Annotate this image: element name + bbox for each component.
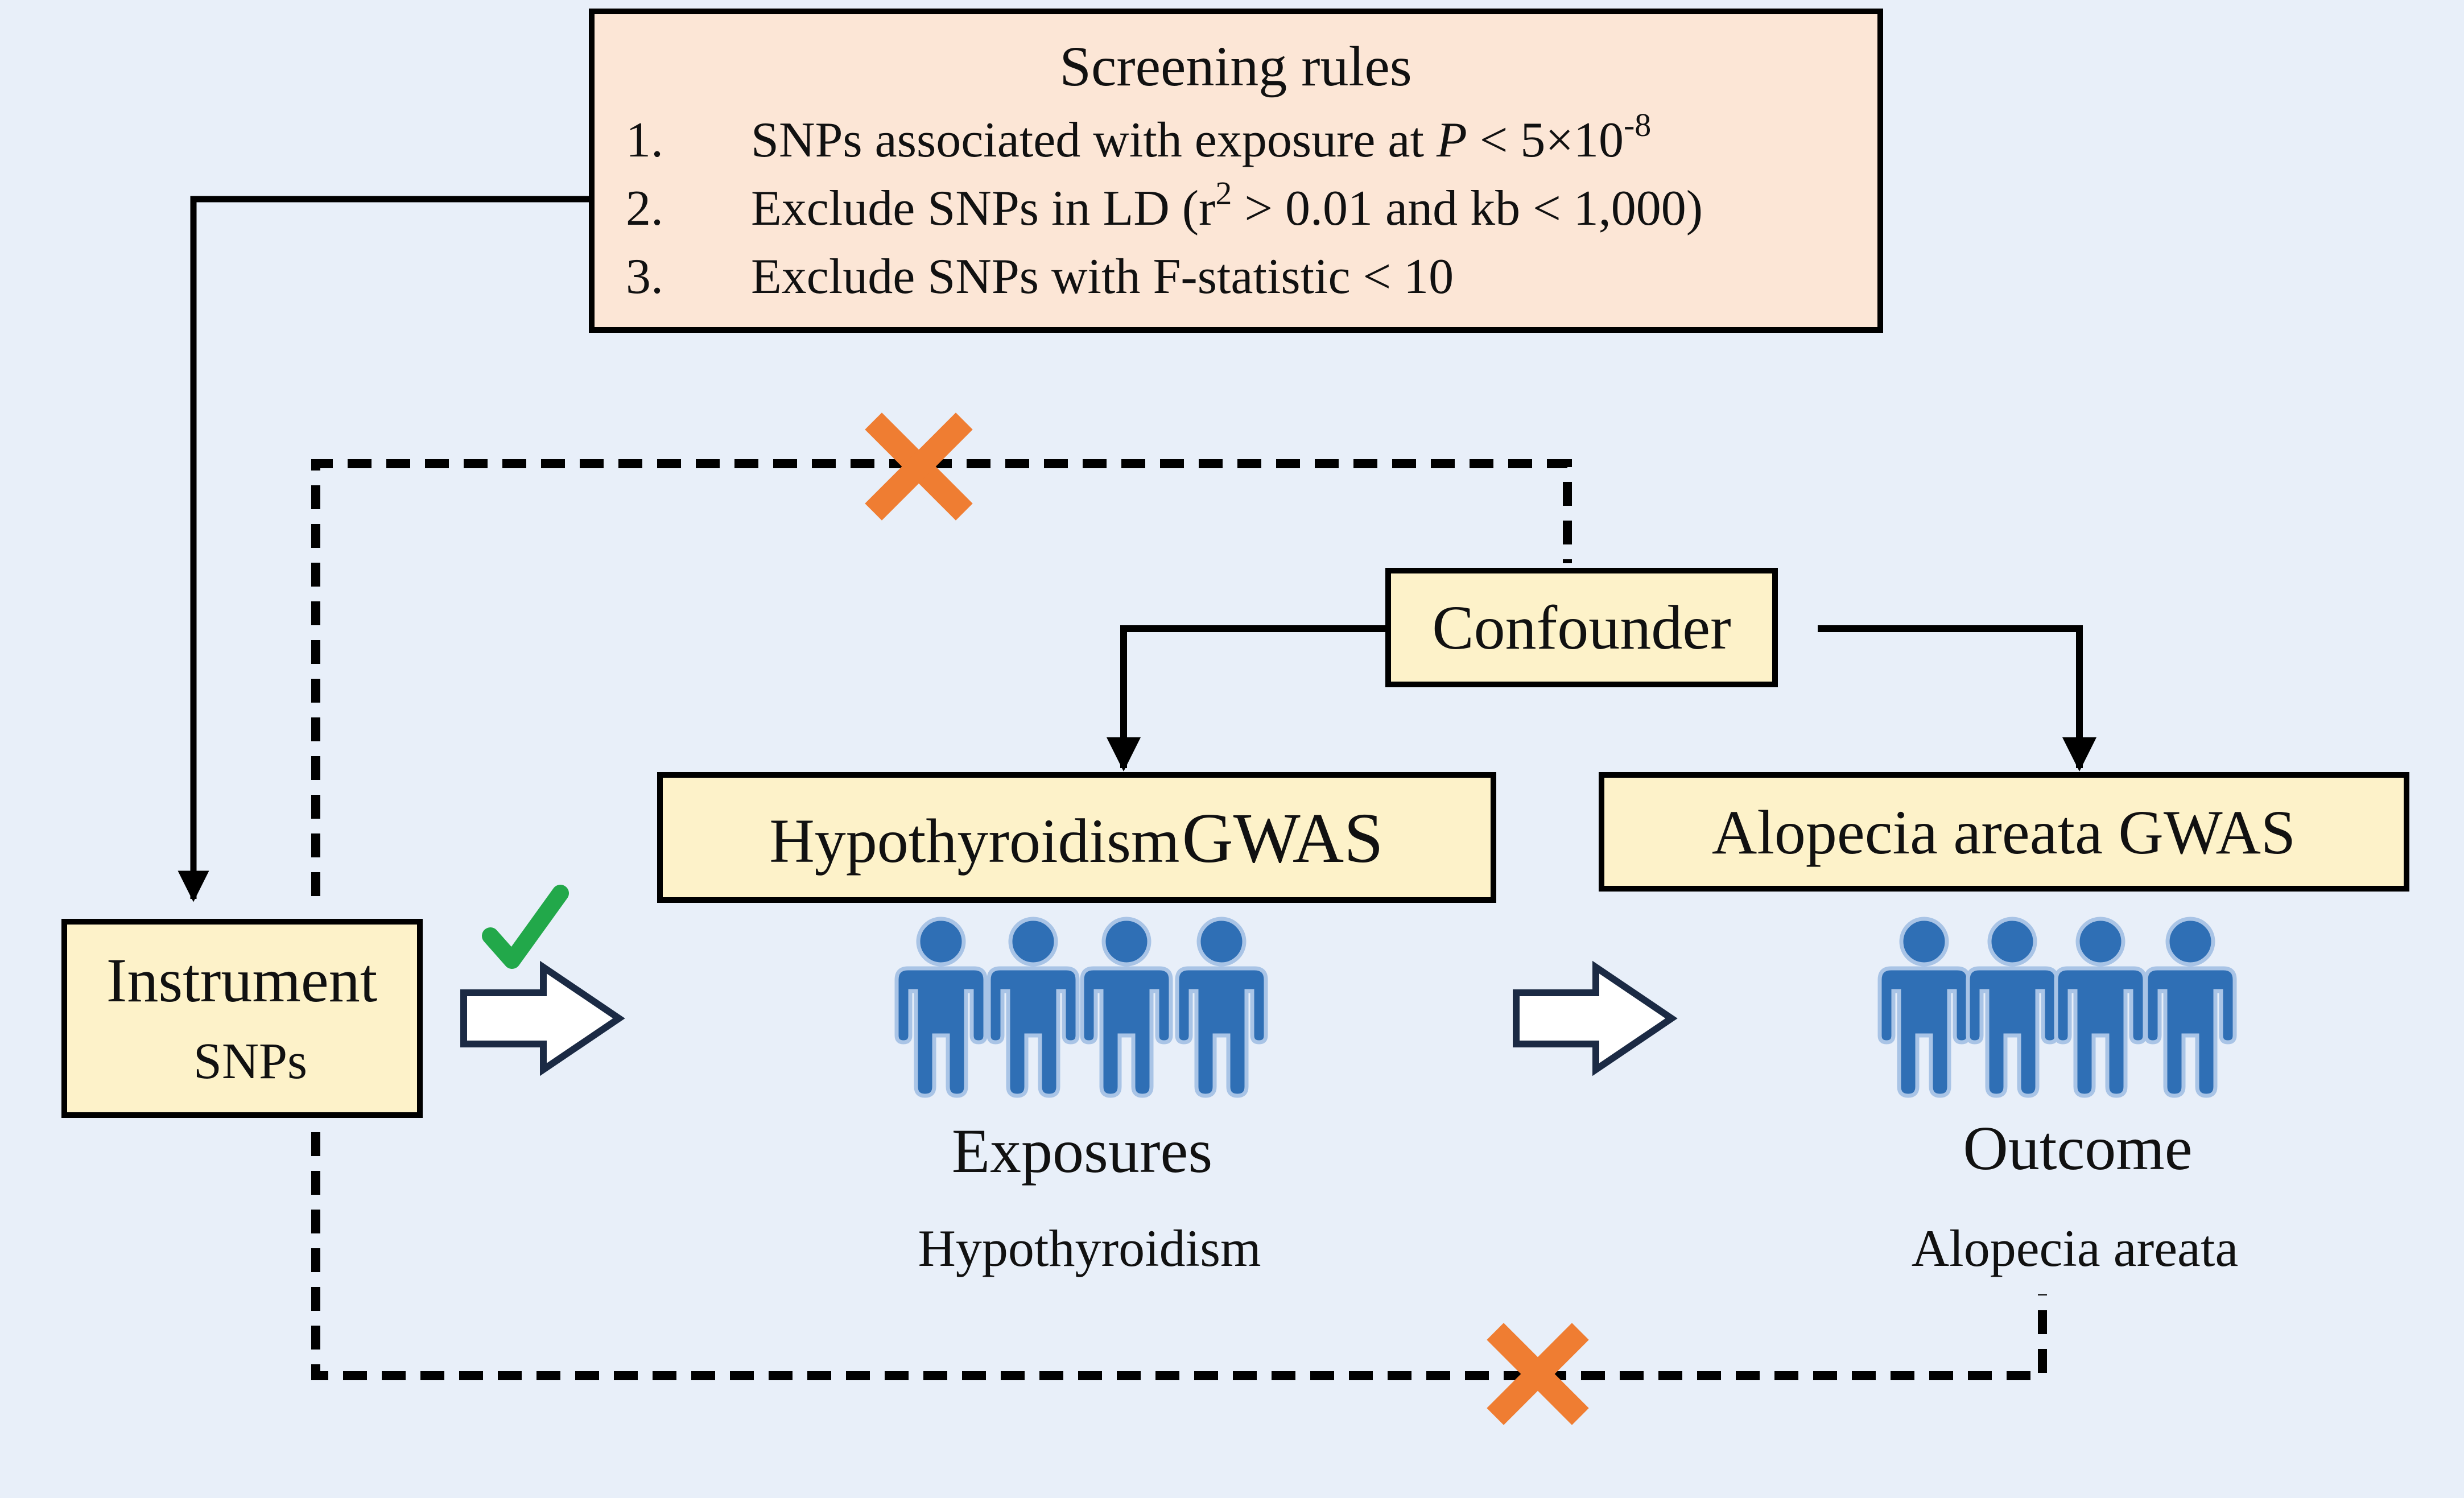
exposure-gwas-label: Hypothyroidism GWAS (769, 799, 1383, 878)
rule-1-text: SNPs associated with exposure at P < 5×1… (751, 106, 1651, 168)
rule-3-text: Exclude SNPs with F-statistic < 10 (751, 249, 1454, 304)
right-block-arrow-icon (460, 960, 625, 1076)
screening-rules-title: Screening rules (1059, 35, 1411, 98)
exposure-people-group (897, 919, 1266, 1096)
person-icon (897, 919, 985, 1096)
person-icon (2056, 919, 2145, 1096)
rules-to-instrument-arrow (178, 196, 592, 902)
person-icon (1177, 919, 1266, 1096)
confounder-to-outcome-arrow (1818, 625, 2096, 771)
rule-2-number: 2. (626, 181, 663, 236)
person-icon (1082, 919, 1171, 1096)
rule-3-number: 3. (626, 249, 663, 304)
right-block-arrow-icon (1513, 960, 1678, 1076)
check-mark-icon (482, 885, 569, 969)
person-icon (2146, 919, 2235, 1096)
person-icon (1968, 919, 2057, 1096)
rule-2: 2. Exclude SNPs in LD (r2 > 0.01 and kb … (626, 175, 1703, 236)
outcome-subtitle: Alopecia areata (1912, 1219, 2239, 1277)
instrument-confounder-dashed-path (311, 459, 1572, 896)
rule-2-text: Exclude SNPs in LD (r2 > 0.01 and kb < 1… (751, 175, 1703, 236)
outcome-people-group (1880, 919, 2235, 1096)
exposures-title: Exposures (952, 1116, 1212, 1186)
screening-rules-box: Screening rules 1. SNPs associated with … (589, 9, 1883, 333)
confounder-to-exposure-arrow (1107, 625, 1388, 771)
rule-3: 3. Exclude SNPs with F-statistic < 10 (626, 249, 1454, 304)
instrument-snps-label: SNPs (193, 1033, 307, 1090)
instrument-outcome-dashed-path (311, 1132, 2047, 1380)
cross-mark-icon (865, 412, 973, 521)
cross-mark-icon (1487, 1323, 1589, 1425)
person-icon (1880, 919, 1968, 1096)
person-icon (989, 919, 1078, 1096)
rule-1-number: 1. (626, 113, 663, 168)
instrument-snps-box: Instrument SNPs (61, 919, 423, 1118)
outcome-title: Outcome (1963, 1113, 2192, 1183)
rule-1: 1. SNPs associated with exposure at P < … (626, 106, 1651, 168)
confounder-box: Confounder (1385, 568, 1778, 687)
confounder-label: Confounder (1432, 593, 1731, 662)
outcome-gwas-label: Alopecia areata GWAS (1712, 798, 2296, 867)
outcome-gwas-box: Alopecia areata GWAS (1599, 772, 2409, 892)
exposure-gwas-box: Hypothyroidism GWAS (657, 772, 1496, 903)
instrument-label: Instrument (106, 946, 378, 1015)
exposures-subtitle: Hypothyroidism (918, 1219, 1261, 1277)
